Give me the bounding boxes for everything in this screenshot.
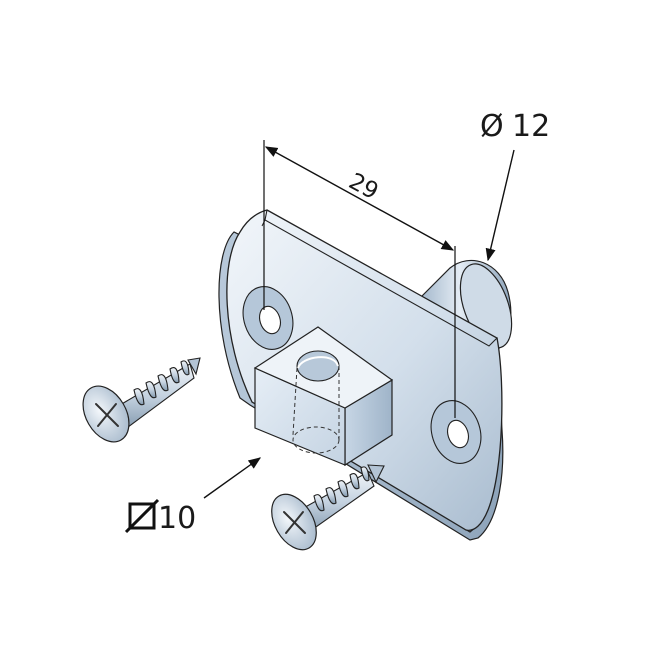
screw-bottom xyxy=(271,464,385,551)
square-size-icon xyxy=(124,498,160,534)
dimension-boss-diameter: Ø 12 xyxy=(480,109,550,262)
phillips-cross-icon xyxy=(95,403,119,427)
boss-diameter-label: 12 xyxy=(512,109,550,144)
screw-left xyxy=(82,357,201,443)
square-size-label: 10 xyxy=(158,501,196,536)
countersunk-hole-right xyxy=(430,400,482,464)
phillips-cross-icon xyxy=(283,511,306,534)
diameter-symbol: Ø xyxy=(480,109,504,144)
square-socket-cube xyxy=(253,326,394,467)
dimension-square-size: 10 xyxy=(124,457,262,536)
countersunk-hole-left xyxy=(242,286,294,350)
hole-spacing-label: 29 xyxy=(344,168,382,205)
